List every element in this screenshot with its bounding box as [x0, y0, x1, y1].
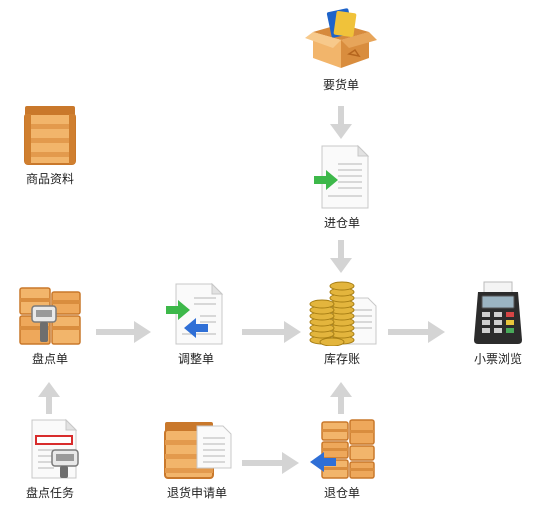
wooden-crate-icon	[24, 106, 76, 165]
arrow-up-tuicangdan-to-kucunzhang	[330, 382, 352, 414]
node-yaohuodan[interactable]: 要货单	[296, 6, 386, 93]
crate-document-icon	[164, 422, 232, 479]
document-import-icon	[314, 144, 370, 209]
arrow-right-tuihuoshenqingdan-to-tuicangdan	[242, 452, 299, 474]
arrow-right-kucunzhang-to-xiaopiaoliulan	[388, 321, 445, 343]
node-kucunzhang[interactable]: 库存账	[300, 280, 384, 367]
node-pandianrenwu[interactable]: 盘点任务	[4, 418, 96, 501]
node-label: 进仓单	[323, 216, 360, 230]
node-tiaozhengdan[interactable]: 调整单	[154, 282, 238, 367]
node-tuihuoshenqingdan[interactable]: 退货申请单	[150, 418, 244, 501]
node-xiaopiaoliulan[interactable]: 小票浏览	[456, 280, 540, 367]
node-pandiandan[interactable]: 盘点单	[8, 282, 92, 367]
arrow-up-pandianrenwu-to-pandiandan	[38, 382, 60, 414]
pos-terminal-icon	[474, 281, 522, 344]
arrow-right-pandiandan-to-tiaozhengdan	[96, 321, 151, 343]
crates-return-icon	[310, 419, 375, 479]
crates-scanner-icon	[19, 287, 81, 345]
node-jincangdan[interactable]: 进仓单	[300, 144, 384, 231]
node-label: 小票浏览	[473, 352, 522, 366]
node-label: 商品资料	[25, 172, 74, 186]
node-tuicangdan[interactable]: 退仓单	[298, 418, 386, 501]
coins-ledger-icon	[309, 281, 377, 346]
open-box-icon	[305, 8, 377, 68]
document-adjust-icon	[166, 282, 224, 345]
document-scanner-icon	[31, 418, 79, 479]
arrow-down-jincangdan-to-kucunzhang	[330, 240, 352, 273]
node-shangpinziliao[interactable]: 商品资料	[10, 104, 90, 187]
arrow-right-tiaozhengdan-to-kucunzhang	[242, 321, 301, 343]
node-label: 退货申请单	[166, 486, 227, 500]
node-label: 盘点单	[31, 352, 68, 366]
node-label: 调整单	[177, 352, 214, 366]
arrow-down-yaohuodan-to-jincangdan	[330, 106, 352, 139]
node-label: 盘点任务	[25, 486, 74, 500]
node-label: 库存账	[323, 352, 360, 366]
node-label: 退仓单	[323, 486, 360, 500]
node-label: 要货单	[322, 78, 359, 92]
